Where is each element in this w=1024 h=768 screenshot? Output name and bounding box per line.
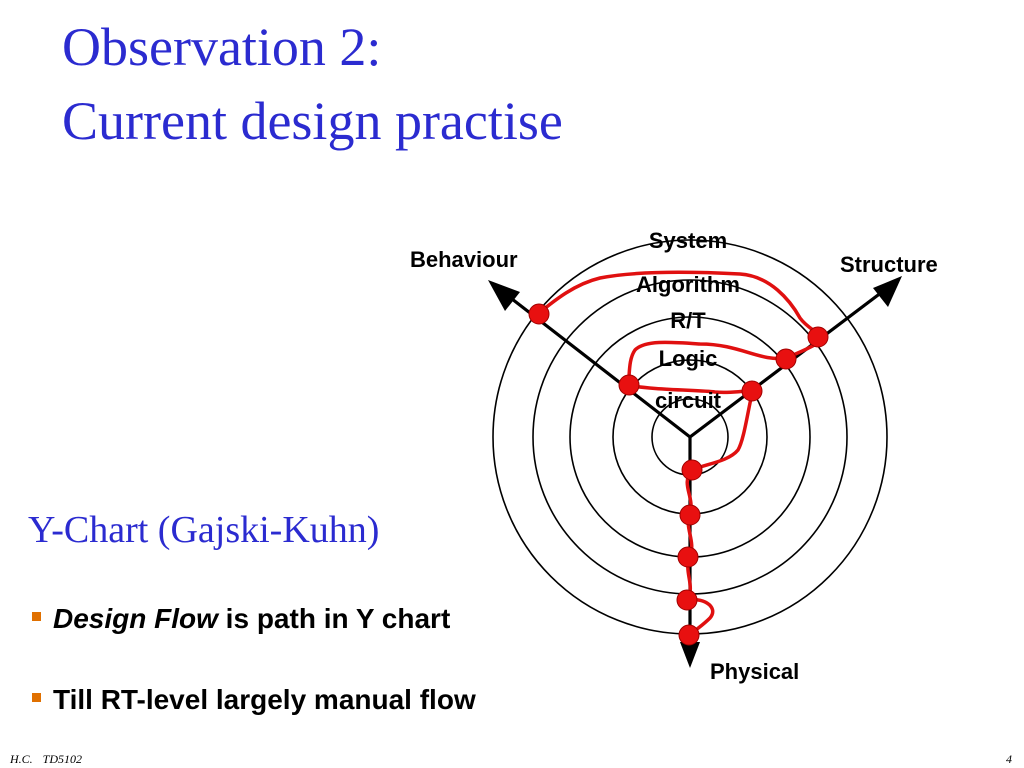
flow-node-physical-1 xyxy=(681,459,703,481)
footer-course: TD5102 xyxy=(42,752,83,766)
bullet-text: Design Flow is path in Y chart xyxy=(53,605,450,633)
footer-left: H.C. TD5102 xyxy=(10,752,82,767)
y-chart-subheading: Y-Chart (Gajski-Kuhn) xyxy=(28,509,380,551)
behaviour-axis xyxy=(493,283,691,439)
physical-arrowhead xyxy=(680,642,700,668)
level-label-rt: R/T xyxy=(670,308,706,333)
level-label-logic: Logic xyxy=(659,346,718,371)
bullet-emphasis: Design Flow xyxy=(53,603,218,634)
bullet-rest: is path in Y chart xyxy=(217,603,451,634)
bullet-square-icon xyxy=(32,612,41,621)
flow-node-structure-rt xyxy=(741,380,763,402)
level-label-algorithm: Algorithm xyxy=(636,272,740,297)
structure-arrowhead xyxy=(873,276,902,307)
bullet-square-icon xyxy=(32,693,41,702)
behaviour-axis-label: Behaviour xyxy=(410,247,518,272)
flow-node-behaviour-system xyxy=(528,303,550,325)
flow-node-physical-2 xyxy=(679,504,701,526)
flow-node-behaviour-rt xyxy=(618,374,640,396)
behaviour-arrowhead xyxy=(488,280,520,311)
level-label-system: System xyxy=(649,228,727,253)
slide-title-line-2: Current design practise xyxy=(62,91,563,151)
structure-axis-label: Structure xyxy=(840,252,938,277)
slide-title-line-1: Observation 2: xyxy=(62,17,382,77)
footer-author: H.C. xyxy=(10,752,33,766)
flow-node-physical-3 xyxy=(677,546,699,568)
level-label-circuit: circuit xyxy=(655,388,722,413)
flow-node-physical-5 xyxy=(678,624,700,646)
physical-axis-label: Physical xyxy=(710,659,799,684)
bullet-text: Till RT-level largely manual flow xyxy=(53,684,476,715)
flow-node-structure-system xyxy=(807,326,829,348)
flow-node-physical-4 xyxy=(676,589,698,611)
bullet-list-item: Design Flow is path in Y chart xyxy=(32,605,450,633)
bullet-list-item: Till RT-level largely manual flow xyxy=(32,686,476,714)
flow-node-structure-algorithm xyxy=(775,348,797,370)
footer-page-number: 4 xyxy=(1006,752,1012,766)
